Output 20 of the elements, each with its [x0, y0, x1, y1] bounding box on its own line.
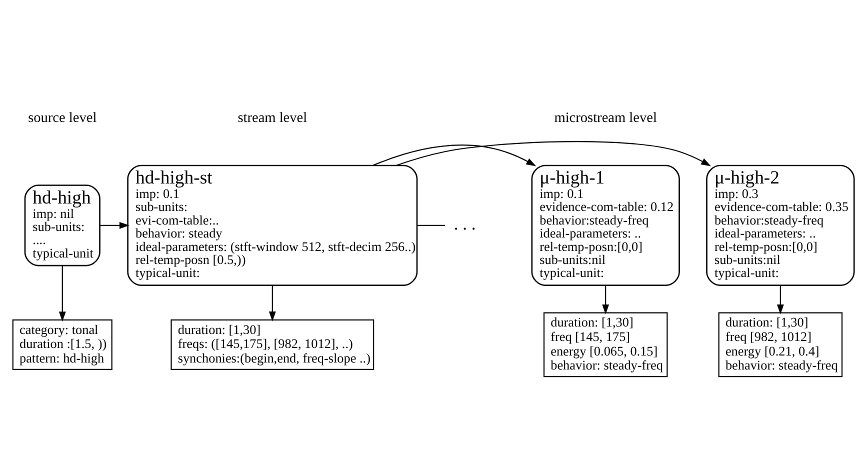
label: source level — [28, 110, 97, 126]
arrow — [372, 144, 536, 166]
node-box: hd-high-st imp: 0.1 sub-units: evi-com-table:.. behavior: steady ideal-parameters: (stft-window 512, stft-decim 256..) rel-temp-posn [0.5,)) typical-unit: — [127, 164, 418, 286]
label: stream level — [238, 110, 308, 126]
node-box: duration: [1,30] freqs: ([145,175], [982, 1012], ..) synchonies:(begin,end, freq-slope ..) — [170, 319, 374, 370]
arrow — [602, 285, 610, 314]
arrow — [100, 222, 130, 229]
connector — [417, 224, 445, 226]
node-text: . . . — [454, 214, 476, 234]
node-box: category: tonal duration :[1.5, )) pattern: hd-high — [12, 319, 112, 370]
node-box: hd-high imp: nil sub-units: .... typical-unit — [24, 184, 100, 266]
arrow — [396, 141, 711, 166]
label: microstream level — [554, 110, 657, 126]
arrow — [58, 266, 66, 322]
arrow — [776, 285, 784, 314]
node-box: μ-high-1 imp: 0.1 evidence-com-table: 0.12 behavior:steady-freq ideal-parameters: .. rel-temp-posn:[0,0] sub-units:nil typical-unit: — [531, 164, 680, 286]
node-box: duration: [1,30] freq [145, 175] energy [0.065, 0.15] behavior: steady-freq — [543, 312, 668, 378]
node-box: μ-high-2 imp: 0.3 evidence-com-table: 0.35 behavior:steady-freq ideal-parameters: .. rel-temp-posn:[0,0] sub-units:nil typical-unit: — [706, 164, 855, 286]
arrow — [268, 285, 276, 322]
node-box: duration: [1,30] freq [982, 1012] energy [0.21, 0.4] behavior: steady-freq — [718, 312, 843, 378]
